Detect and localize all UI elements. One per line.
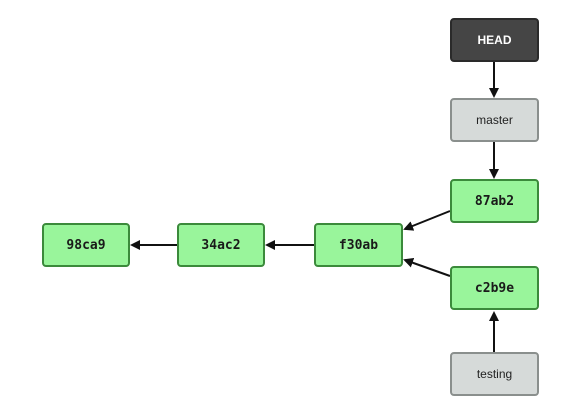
commit-34ac2: 34ac2 <box>177 223 265 267</box>
arrow-c2b9e-to-f30ab <box>403 257 451 277</box>
branch-testing: testing <box>450 352 539 396</box>
head-pointer: HEAD <box>450 18 539 62</box>
commit-c2b9e: c2b9e <box>450 266 539 310</box>
commit-98ca9: 98ca9 <box>42 223 130 267</box>
arrow-87ab2-to-f30ab <box>403 210 451 231</box>
commit-f30ab: f30ab <box>314 223 403 267</box>
branch-master: master <box>450 98 539 142</box>
commit-87ab2: 87ab2 <box>450 179 539 223</box>
